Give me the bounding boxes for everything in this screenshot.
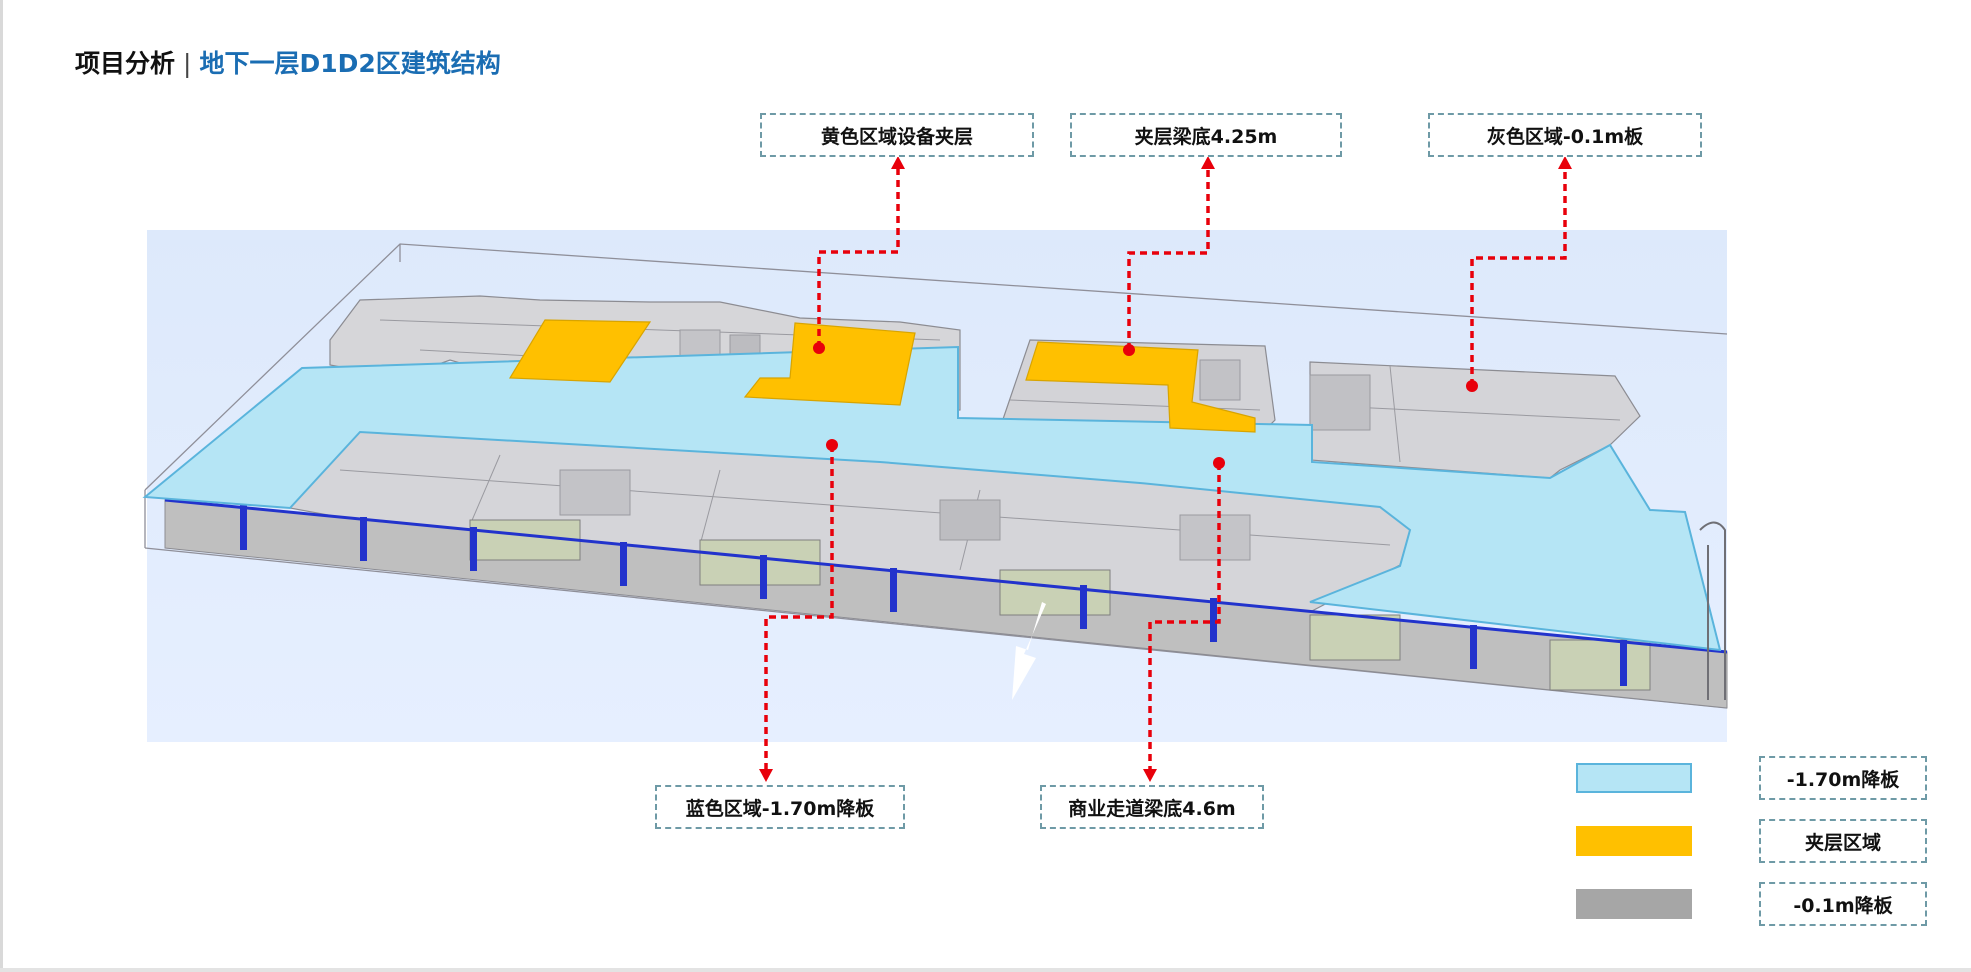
legend-swatch-blue xyxy=(1576,763,1692,793)
callout-gray-area: 灰色区域-0.1m板 xyxy=(1428,113,1702,157)
legend-label-blue: -1.70m降板 xyxy=(1759,756,1927,800)
escalator-hint xyxy=(1699,521,1726,700)
leader-yellow-mezzanine xyxy=(817,168,900,348)
title-prefix: 项目分析 xyxy=(75,49,176,78)
leader-corridor-beam xyxy=(1148,463,1221,770)
mezzanine-zone-3 xyxy=(1025,341,1256,433)
frame-left-edge xyxy=(0,0,3,972)
callout-corridor-beam: 商业走道梁底4.6m xyxy=(1040,785,1264,829)
facade-panels xyxy=(469,519,1651,691)
title-main: 地下一层D1D2区建筑结构 xyxy=(199,49,501,78)
frame-bottom-edge xyxy=(0,968,1971,972)
leader-gray-area xyxy=(1470,168,1567,386)
leader-mezzanine-beam xyxy=(1127,168,1210,350)
page-title: 项目分析|地下一层D1D2区建筑结构 xyxy=(75,44,501,80)
south-block-details xyxy=(339,454,1391,571)
title-separator: | xyxy=(183,49,192,78)
legend-swatch-yellow xyxy=(1576,826,1692,856)
callout-mezzanine-beam: 夹层梁底4.25m xyxy=(1070,113,1342,157)
leader-blue-area xyxy=(764,445,834,770)
legend-swatch-gray xyxy=(1576,889,1692,919)
east-block-details xyxy=(1309,365,1621,463)
callout-yellow-mezzanine: 黄色区域设备夹层 xyxy=(760,113,1034,157)
leader-arrowheads xyxy=(759,156,1572,782)
facade-edge-line xyxy=(164,498,1728,654)
callout-blue-area: 蓝色区域-1.70m降板 xyxy=(655,785,905,829)
facade-columns xyxy=(240,505,1627,686)
leader-lines xyxy=(764,168,1567,770)
leader-anchor-dots xyxy=(813,342,1478,469)
legend-label-yellow: 夹层区域 xyxy=(1759,819,1927,863)
blue-zone-corridor xyxy=(142,345,1722,652)
mezzanine-zone-1 xyxy=(508,319,652,383)
yellow-mezzanine-zones xyxy=(508,319,1256,433)
mezzanine-zone-2 xyxy=(743,322,916,406)
north-arrow xyxy=(1012,602,1046,700)
legend-label-gray: -0.1m降板 xyxy=(1759,882,1927,926)
